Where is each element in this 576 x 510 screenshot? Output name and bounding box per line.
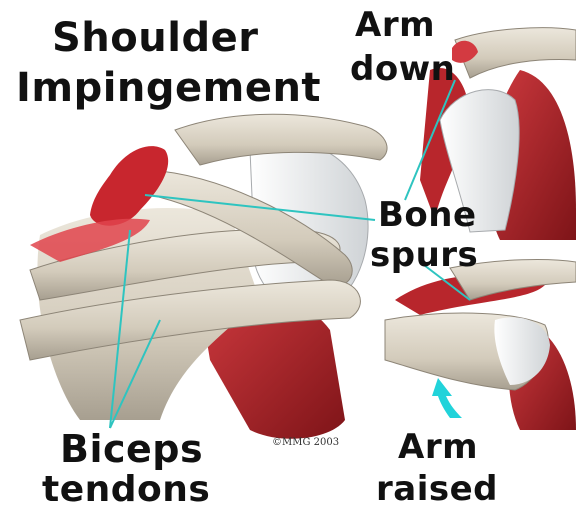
arm-raised-view (380, 260, 576, 432)
title-line-2: Impingement (16, 68, 321, 108)
copyright-notice: ©MMG 2003 (272, 437, 339, 448)
arm-raised-label-line-1: Arm (398, 430, 478, 464)
bone-spurs-label-line-1: Bone (378, 198, 477, 232)
bone-spurs-label-line-2: spurs (370, 238, 478, 272)
arm-raised-label-line-2: raised (376, 472, 498, 506)
arm-down-label-line-1: Arm (355, 8, 435, 42)
biceps-tendons-label-line-1: Biceps (60, 430, 203, 468)
arm-down-label-line-2: down (350, 52, 455, 86)
main-shoulder-view (20, 114, 387, 438)
biceps-tendons-label-line-2: tendons (42, 472, 210, 508)
title-line-1: Shoulder (52, 18, 258, 58)
